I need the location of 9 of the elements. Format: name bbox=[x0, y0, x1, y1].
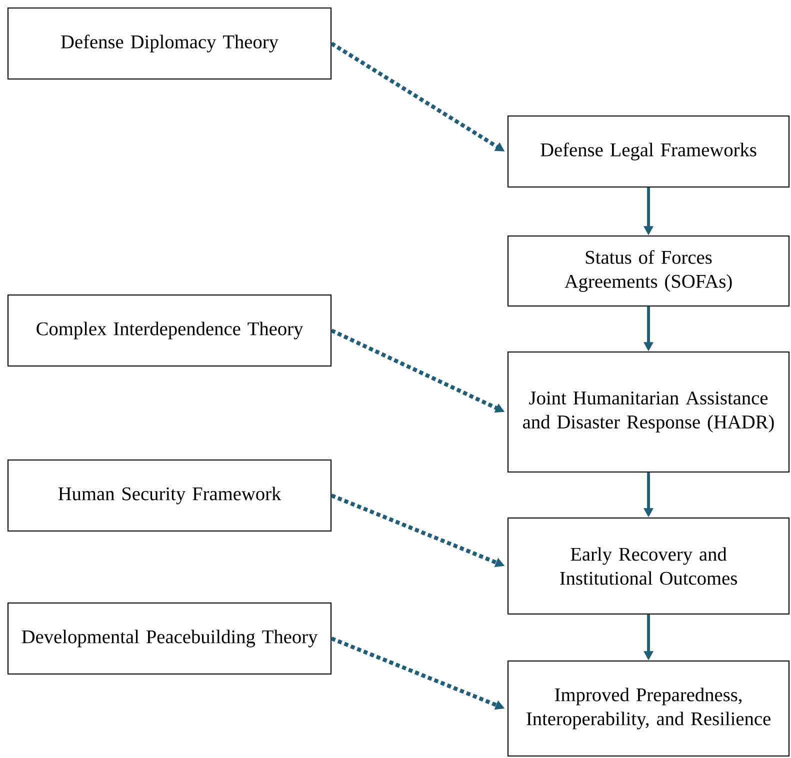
text-box: Developmental Peacebuilding Theory bbox=[7, 602, 332, 675]
text-box: Early Recovery and Institutional Outcomes bbox=[507, 517, 790, 615]
text-box: Human Security Framework bbox=[7, 459, 332, 532]
text-box: Status of Forces Agreements (SOFAs) bbox=[507, 235, 790, 307]
text-box: Improved Preparedness, Interoperability, and Resilience bbox=[507, 660, 790, 757]
text-box: Defense Diplomacy Theory bbox=[7, 7, 332, 80]
text-box: Defense Legal Frameworks bbox=[507, 115, 790, 188]
text-box: Joint Humanitarian Assistance and Disaster Response (HADR) bbox=[507, 351, 790, 473]
text-box: Complex Interdependence Theory bbox=[7, 294, 332, 367]
